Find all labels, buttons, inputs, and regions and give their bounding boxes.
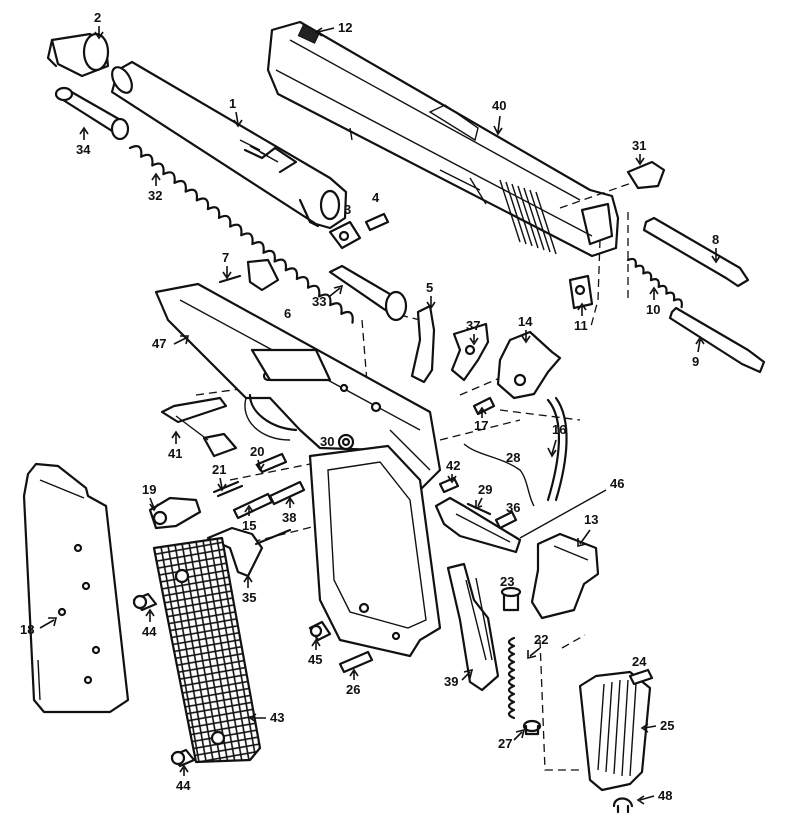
label-29: 29 [478,482,492,497]
mainspring-housing-pin-small [628,668,654,686]
firing-pin [668,306,766,374]
link-pin [364,212,390,232]
label-10: 10 [646,302,660,317]
label-32: 32 [148,188,162,203]
right-grip-panel [578,670,652,792]
plunger-spring [212,480,244,498]
recoil-spring-plug [54,86,130,141]
grip-safety [434,496,522,554]
label-38: 38 [282,510,296,525]
sear-spring-leaf [446,562,500,692]
barrel-link [328,220,362,250]
label-48: 48 [658,788,672,803]
label-8: 8 [712,232,719,247]
part-labels: 1 2 3 4 5 6 7 8 9 10 11 12 13 14 [20,10,721,805]
grip-screw-bushing [308,620,332,642]
label-27: 27 [498,736,512,751]
label-6: 6 [284,306,291,321]
disconnector [410,304,436,384]
label-25: 25 [660,718,674,733]
label-45: 45 [308,652,322,667]
sear-pin [268,480,306,506]
mainspring-cap [522,719,542,736]
grip-screw-upper [132,592,158,612]
label-19: 19 [142,482,156,497]
label-43: 43 [270,710,284,725]
label-1: 1 [229,96,236,111]
label-12: 12 [338,20,352,35]
label-30: 30 [320,434,334,449]
label-21: 21 [212,462,226,477]
label-24: 24 [632,654,647,669]
label-4: 4 [372,190,380,205]
hammer [496,330,562,400]
firing-pin-stop [568,274,594,310]
label-42: 42 [446,458,460,473]
hammer-strut [463,443,535,507]
slide [266,20,620,258]
label-39: 39 [444,674,458,689]
label-22: 22 [534,632,548,647]
label-5: 5 [426,280,433,295]
mainspring-housing-pin [338,650,374,674]
firing-pin-spring [626,257,683,309]
label-37: 37 [466,318,480,333]
pin-29 [466,502,492,516]
label-14: 14 [518,314,533,329]
label-46: 46 [610,476,624,491]
label-33: 33 [312,294,326,309]
extractor [642,216,750,288]
ejector-pin [218,274,242,284]
label-26: 26 [346,682,360,697]
label-17: 17 [474,418,488,433]
hammer-strut-pin [232,492,274,520]
mainspring-housing [530,532,600,620]
label-3: 3 [344,202,351,217]
label-7: 7 [222,250,229,265]
magazine-catch-lock [500,586,522,612]
label-16: 16 [552,422,566,437]
label-13: 13 [584,512,598,527]
pin-42 [438,476,460,494]
thumb-safety [148,496,202,530]
label-20: 20 [250,444,264,459]
label-2: 2 [94,10,101,25]
barrel [110,60,348,230]
label-34: 34 [76,142,91,157]
label-41: 41 [168,446,182,461]
grip-frame [308,444,442,658]
sear-spring [546,396,568,502]
label-23: 23 [500,574,514,589]
label-11: 11 [574,318,588,333]
label-18: 18 [20,622,34,637]
left-grip-panel [152,536,262,764]
label-9: 9 [692,354,699,369]
grip-screw-lower [170,748,196,768]
label-40: 40 [492,98,506,113]
sear [450,322,490,382]
recoil-spring-guide [328,264,408,322]
rear-sight [626,160,666,190]
label-28: 28 [506,450,520,465]
mainspring-housing-pin-retainer [337,433,355,451]
lanyard-loop [612,797,634,814]
label-44-lower: 44 [176,778,191,793]
label-15: 15 [242,518,256,533]
slide-stop [160,396,238,458]
magazine [22,462,130,714]
label-31: 31 [632,138,646,153]
barrel-bushing [46,32,110,78]
label-47: 47 [152,336,166,351]
label-44-upper: 44 [142,624,157,639]
pin-36 [494,510,518,530]
label-35: 35 [242,590,256,605]
hammer-pin [472,396,496,416]
magazine-catch-spring [507,636,516,720]
ejector [246,258,280,292]
label-36: 36 [506,500,520,515]
recoil-spring [128,145,354,324]
